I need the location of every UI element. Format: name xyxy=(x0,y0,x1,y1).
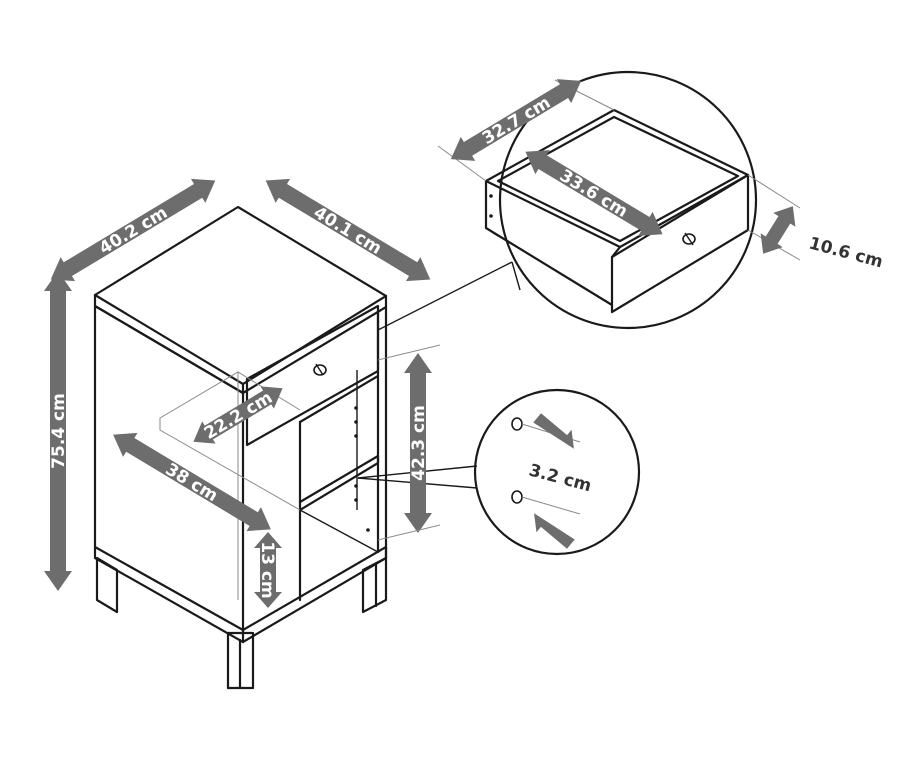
pin-hole-lower xyxy=(511,490,523,504)
dim-open-section-height: 42.3 cm xyxy=(404,353,432,533)
dim-drawer-height-label: 10.6 cm xyxy=(807,234,885,273)
dim-top-depth-label: 40.2 cm xyxy=(96,203,171,259)
drawer-detail-circle xyxy=(498,70,758,330)
dim-open-section-height-label: 42.3 cm xyxy=(409,405,429,481)
dim-top-width-label: 40.1 cm xyxy=(310,203,385,259)
hole-spacing-callout xyxy=(357,388,641,556)
leg-right xyxy=(361,556,388,614)
drawer-knob xyxy=(313,363,327,376)
drawer-box-inner xyxy=(496,115,740,243)
nightstand xyxy=(93,205,388,690)
dim-drawer-depth-label: 33.6 cm xyxy=(556,166,631,222)
dim-shelf-width-label: 38 cm xyxy=(162,460,221,507)
legs xyxy=(95,556,388,690)
bottom-plinth-left xyxy=(93,545,245,644)
drawer-detail-knob xyxy=(682,232,696,246)
dim-drawer-depth: 33.6 cm xyxy=(525,150,663,236)
dim-drawer-height-arrow xyxy=(760,206,796,254)
drawer-leader-lower xyxy=(511,261,521,291)
dim-total-height-label: 75.4 cm xyxy=(49,393,69,469)
pin-hole-upper xyxy=(511,417,523,431)
dim-total-height: 75.4 cm xyxy=(44,271,72,591)
drawer-front xyxy=(245,304,380,447)
dim-drawer-width-label: 32.7 cm xyxy=(479,93,554,149)
shelf-pin-holes xyxy=(354,406,370,532)
drawer-leader-upper xyxy=(377,261,513,331)
dim-hole-spacing-arrow-bottom xyxy=(534,513,575,549)
dim-leg-height: 13 cm xyxy=(254,532,282,608)
top-edge-front xyxy=(93,293,388,395)
dimension-arrows: 40.2 cm 40.1 cm 75.4 cm 22.2 cm 38 cm 42… xyxy=(44,79,885,608)
drawer-box-front xyxy=(610,173,750,314)
dim-hole-spacing-arrow-top xyxy=(533,413,574,449)
leg-front-center xyxy=(226,631,255,690)
shelf-opening-top xyxy=(298,374,380,424)
middle-shelf xyxy=(298,454,380,512)
hole-detail-circle xyxy=(473,388,641,556)
leg-front-left xyxy=(95,556,119,614)
dim-shelf-width: 38 cm xyxy=(113,432,271,532)
drawer-box-back xyxy=(484,108,750,249)
dim-leg-height-label: 13 cm xyxy=(257,541,277,598)
drawer-detail-callout xyxy=(377,70,801,331)
dim-hole-spacing-label: 3.2 cm xyxy=(527,461,594,497)
dim-drawer-width: 32.7 cm xyxy=(450,79,582,161)
dim-top-depth: 40.2 cm xyxy=(50,178,216,282)
